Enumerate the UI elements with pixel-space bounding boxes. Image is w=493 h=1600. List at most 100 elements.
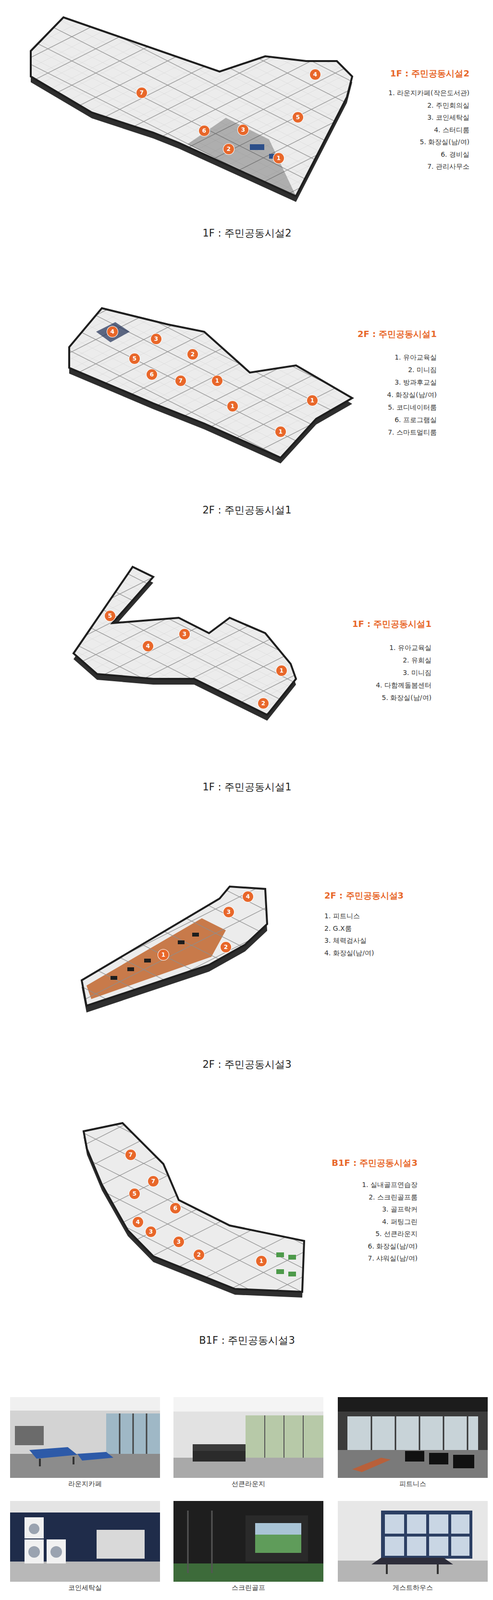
callout-number: 2 <box>187 348 198 360</box>
callout-number: 1 <box>227 400 238 412</box>
callout-number: 3 <box>150 333 162 345</box>
photo-caption: 피트니스 <box>337 1479 488 1488</box>
legend-item: 3. 방과후교실 <box>394 378 437 387</box>
legend-item: 2. 스크린골프룸 <box>368 1192 418 1201</box>
putting-green <box>276 1251 296 1276</box>
photo-card: 피트니스 <box>337 1396 488 1490</box>
callout-number: 4 <box>142 640 154 652</box>
floor-caption: 2F : 주민공동시설1 <box>202 504 292 517</box>
floor-tiles <box>30 17 353 197</box>
callout-number: 2 <box>220 941 232 952</box>
floor-caption: 1F : 주민공동시설2 <box>202 227 292 240</box>
callout-number: 4 <box>107 326 118 337</box>
photo-caption: 라운지카페 <box>10 1479 161 1488</box>
room-walls <box>81 886 268 1006</box>
dark-room <box>96 321 130 343</box>
section-legend-title: 2F : 주민공동시설1 <box>357 328 437 340</box>
photo-caption: 스크린골프 <box>173 1582 324 1591</box>
callout-number: 7 <box>136 87 148 99</box>
callout-number: 1 <box>256 1255 267 1266</box>
legend-item: 4. 화장실(남/여) <box>387 390 437 399</box>
legend-item: 2. G.X룸 <box>324 923 352 932</box>
photo-card: 스크린골프 <box>173 1500 324 1594</box>
room-walls <box>73 566 296 715</box>
room-walls <box>69 308 353 458</box>
legend-item: 7. 스마트멀티룸 <box>387 428 437 437</box>
legend-item: 3. 코인세탁실 <box>427 113 470 122</box>
legend-item: 7. 관리사무소 <box>427 162 470 171</box>
callout-number: 1 <box>276 665 287 676</box>
legend-item: 4. 스터디룸 <box>433 125 470 134</box>
floor <box>81 886 268 1006</box>
callout-number: 3 <box>223 906 235 917</box>
callout-number: 4 <box>132 1216 144 1227</box>
callout-number: 3 <box>173 1235 185 1247</box>
callout-number: 5 <box>129 353 140 364</box>
legend-item: 7. 샤워실(남/여) <box>368 1253 418 1262</box>
callout-number: 6 <box>198 125 210 136</box>
legend-item: 2. 미니짐 <box>407 365 437 374</box>
photo-coin-laundry <box>10 1500 161 1581</box>
floor <box>73 566 296 715</box>
legend-item: 2. 주민회의실 <box>427 100 470 110</box>
plan-1f-1 <box>73 566 296 721</box>
legend-item: 5. 화장실(남/여) <box>382 693 432 702</box>
floor <box>69 308 353 458</box>
callout-number: 5 <box>292 111 304 123</box>
section-legend-title: 2F : 주민공동시설3 <box>324 889 404 901</box>
floor <box>30 17 353 197</box>
callout-number: 7 <box>147 1175 159 1186</box>
legend-item: 5. 화장실(남/여) <box>419 137 470 147</box>
legend-item: 4. 퍼팅그린 <box>382 1216 418 1225</box>
photo-caption: 선큰라운지 <box>173 1479 324 1488</box>
room-walls <box>30 17 353 197</box>
legend-item: 4. 화장실(남/여) <box>324 948 374 957</box>
photo-lounge-cafe <box>10 1396 161 1478</box>
callout-number: 3 <box>179 628 190 640</box>
legend-item: 3. 미니짐 <box>402 668 432 677</box>
callout-number: 1 <box>211 375 223 386</box>
callout-number: 3 <box>237 124 249 136</box>
photo-card: 게스트하우스 <box>337 1500 488 1594</box>
callout-number: 2 <box>258 697 269 709</box>
callout-number: 2 <box>223 143 235 155</box>
glass-lounge <box>187 117 296 197</box>
fitness-machines <box>110 932 199 980</box>
floor-caption: B1F : 주민공동시설3 <box>198 1333 296 1346</box>
legend-item: 6. 화장실(남/여) <box>368 1241 418 1250</box>
photo-caption: 코인세탁실 <box>10 1582 161 1591</box>
callout-number: 7 <box>125 1148 136 1160</box>
legend-item: 2. 유희실 <box>402 655 432 665</box>
plan-1f-2 <box>30 17 353 202</box>
floor-tiles <box>73 566 296 715</box>
legend-item: 1. 유아교육실 <box>394 353 437 362</box>
callout-number: 1 <box>273 152 284 164</box>
photo-card: 코인세탁실 <box>10 1500 161 1594</box>
photo-guest-house <box>337 1500 488 1581</box>
plan-2f-1 <box>69 308 353 464</box>
photo-screen-golf <box>173 1500 324 1581</box>
room-walls <box>83 1122 305 1292</box>
section-legend-title: 1F : 주민공동시설2 <box>390 68 470 79</box>
legend-item: 6. 프로그램실 <box>394 415 437 424</box>
photo-card: 라운지카페 <box>10 1396 161 1490</box>
photo-sunken-lounge <box>173 1396 324 1478</box>
callout-number: 3 <box>145 1225 157 1237</box>
callout-number: 6 <box>170 1202 181 1213</box>
callout-number: 5 <box>104 610 116 621</box>
photo-card: 선큰라운지 <box>173 1396 324 1490</box>
callout-number: 5 <box>129 1187 140 1199</box>
callout-number: 4 <box>242 890 254 902</box>
callout-number: 1 <box>275 426 286 437</box>
legend-item: 6. 경비실 <box>440 149 470 159</box>
legend-item: 1. 유아교육실 <box>389 643 432 652</box>
legend-item: 3. 체력검사실 <box>324 936 367 945</box>
floor <box>83 1122 305 1292</box>
floor-tiles <box>69 308 353 458</box>
callout-number: 2 <box>193 1248 205 1260</box>
legend-item: 1. 라운지카페(작은도서관) <box>388 88 470 98</box>
legend-item: 3. 골프락커 <box>382 1204 418 1213</box>
photo-caption: 게스트하우스 <box>337 1582 488 1591</box>
